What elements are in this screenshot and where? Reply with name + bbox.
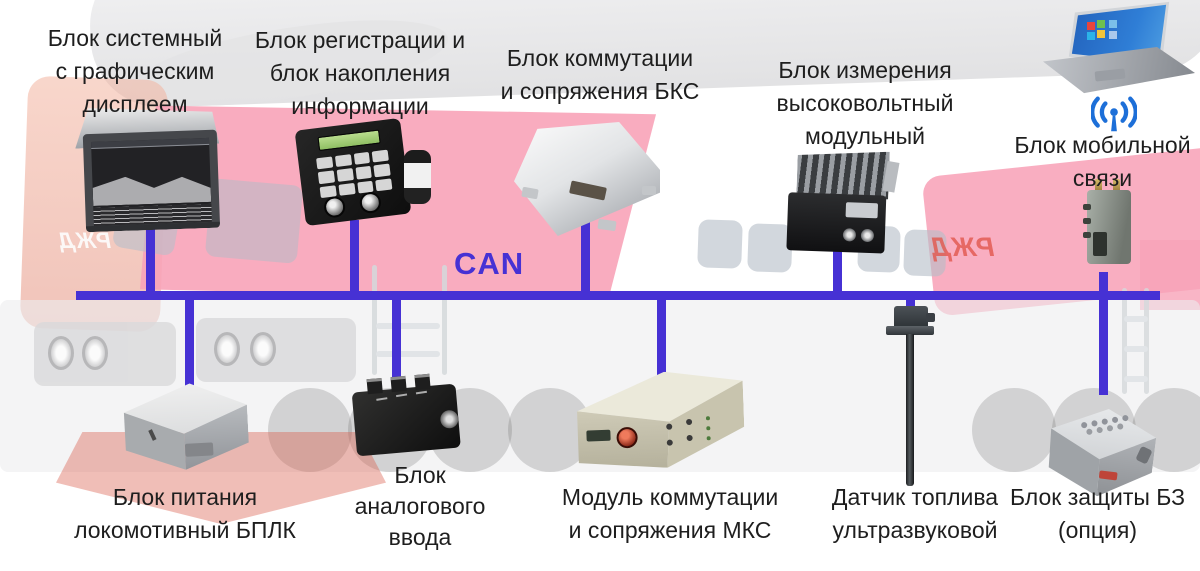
loco-headlights: [196, 318, 356, 382]
label-line: Модуль коммутации: [561, 484, 779, 510]
bks-box-photo: [514, 122, 660, 236]
loco-headlights: [34, 322, 176, 386]
label-line: аналогового: [354, 493, 486, 519]
can-bus-line: [76, 291, 1160, 300]
label-line: ввода: [388, 524, 452, 550]
fuel-sensor-flange: [886, 326, 934, 335]
label-system-display: Блок системный с графическим дисплеем: [15, 22, 255, 121]
round-connector: [358, 190, 383, 215]
fuel-sensor-rod: [906, 334, 914, 486]
label-line: Блок системный: [47, 25, 223, 51]
drop-fuel-sensor: [906, 298, 915, 313]
label-line: Блок регистрации и: [254, 27, 466, 53]
label-bks: Блок коммутации и сопряжения БКС: [480, 42, 720, 108]
label-bz: Блок защиты БЗ (опция): [985, 481, 1200, 547]
mks-module-photo: [572, 369, 745, 471]
label-hv-measuring: Блок измерения высоковольтный модульный: [745, 54, 985, 153]
label-line: Блок измерения: [778, 57, 952, 83]
label-line: модульный: [805, 123, 925, 149]
label-mobile-comm: Блок мобильной связи: [1005, 129, 1200, 195]
rzd-logo: РЖД: [930, 232, 995, 262]
loco-ladder: [1122, 288, 1150, 394]
loco-wheel: [972, 388, 1056, 472]
label-analog-input: Блок аналогового ввода: [330, 460, 510, 553]
label-line: Блок защиты БЗ: [1009, 484, 1186, 510]
drop-system-display: [146, 219, 155, 292]
drop-analog-input: [392, 298, 401, 378]
registration-block-photo: [294, 117, 412, 227]
drop-mks: [657, 298, 666, 390]
loco-ladder: [372, 265, 448, 375]
label-line: локомотивный БПЛК: [74, 517, 296, 543]
label-line: Датчик топлива: [831, 484, 999, 510]
label-line: блок накопления: [269, 60, 451, 86]
label-line: и сопряжения БКС: [500, 78, 700, 104]
label-line: Блок питания: [112, 484, 258, 510]
label-line: информации: [291, 93, 429, 119]
keypad: [316, 149, 393, 199]
can-bus-label: CAN: [454, 246, 525, 281]
wifi-antenna-icon: [1091, 96, 1137, 134]
round-connector: [322, 195, 347, 219]
system-display-photo: [72, 103, 228, 234]
mobile-comm-block-photo: [1083, 179, 1135, 264]
label-registration: Блок регистрации и блок накопления инфор…: [240, 24, 480, 123]
label-line: Блок мобильной: [1014, 132, 1191, 158]
drop-hv-measuring: [833, 250, 842, 292]
laptop-icon: [1043, 0, 1195, 96]
label-fuel-sensor: Датчик топлива ультразвуковой: [795, 481, 1035, 547]
drop-registration: [350, 220, 359, 292]
lcd-strip: [317, 129, 381, 151]
drop-bplk: [185, 298, 194, 400]
antenna-stud: [1113, 179, 1120, 192]
drop-bks: [581, 218, 590, 292]
label-line: высоковольтный: [776, 90, 954, 116]
label-mks: Модуль коммутации и сопряжения МКС: [545, 481, 795, 547]
label-line: и сопряжения МКС: [568, 517, 772, 543]
antenna-stud: [1095, 179, 1102, 192]
loco-window: [697, 219, 743, 269]
bplk-box-photo: [112, 381, 250, 474]
label-bplk: Блок питания локомотивный БПЛК: [65, 481, 305, 547]
hv-measuring-block-photo: [782, 148, 900, 260]
label-line: связи: [1072, 165, 1133, 191]
label-line: Блок: [394, 462, 446, 488]
label-line: с графическим: [55, 58, 215, 84]
antenna-cylinder-photo: [404, 150, 431, 204]
loco-wheel: [268, 388, 352, 472]
label-line: ультразвуковой: [832, 517, 998, 543]
label-line: дисплеем: [82, 91, 188, 117]
label-line: Блок коммутации: [506, 45, 694, 71]
drop-mobile-and-bz: [1099, 272, 1108, 395]
analog-input-box-photo: [344, 369, 467, 465]
fuel-sensor-fitting: [926, 313, 935, 322]
label-line: (опция): [1057, 517, 1138, 543]
